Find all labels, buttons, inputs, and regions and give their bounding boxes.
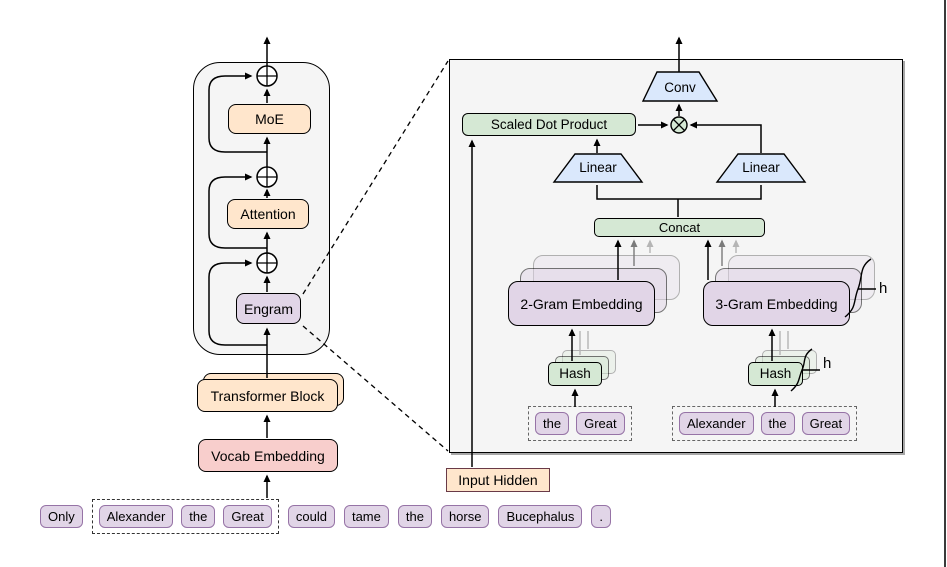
token-the2: the [397,505,432,528]
engram-block: Engram [236,293,301,324]
token-period: . [591,505,612,528]
token-tame: tame [343,505,389,528]
vocab-embedding-block: Vocab Embedding [198,439,338,472]
bigram-token-great: Great [576,412,625,435]
bigram-token-the: the [535,412,570,435]
num-heads-label-embedding: h [879,280,888,297]
concat-block: Concat [594,218,765,237]
input-hidden-block: Input Hidden [446,468,550,492]
scaled-dot-product-label: Scaled Dot Product [490,116,608,132]
hash-right-label: Hash [759,366,792,382]
transformer-block-label: Transformer Block [210,387,325,404]
scaled-dot-product-block: Scaled Dot Product [462,113,636,136]
attention-block: Attention [227,199,309,229]
sentence-token-row: Only Alexander the Great could tame the … [40,499,612,534]
three-gram-embedding-label: 3-Gram Embedding [715,295,838,312]
screen-edge-line [944,0,946,567]
bigram-token-group: the Great [528,406,632,441]
attention-label: Attention [240,206,296,222]
trigram-token-group: Alexander the Great [672,406,858,441]
hash-right-block: Hash [748,362,803,386]
trigram-token-great: Great [801,412,851,435]
token-could: could [287,505,335,528]
three-gram-embedding-block: 3-Gram Embedding [703,281,850,326]
moe-label: MoE [255,111,284,127]
input-hidden-label: Input Hidden [458,472,538,488]
selected-ngram-window: Alexander the Great [91,499,279,534]
vocab-embedding-label: Vocab Embedding [211,447,325,464]
num-heads-label-hash: h [823,355,832,372]
token-the: the [181,505,216,528]
token-horse: horse [440,505,490,528]
token-great: Great [223,505,272,528]
two-gram-embedding-label: 2-Gram Embedding [520,295,643,312]
two-gram-embedding-block: 2-Gram Embedding [508,281,655,326]
trigram-token-alexander: Alexander [679,412,754,435]
trigram-token-the: the [760,412,795,435]
concat-label: Concat [658,220,701,235]
token-only: Only [40,505,83,528]
engram-label: Engram [243,300,294,317]
moe-block: MoE [228,104,311,134]
hash-left-block: Hash [548,362,602,386]
transformer-block: Transformer Block [197,379,338,412]
token-alexander: Alexander [98,505,174,528]
hash-left-label: Hash [559,366,591,382]
token-bucephalus: Bucephalus [498,505,583,528]
